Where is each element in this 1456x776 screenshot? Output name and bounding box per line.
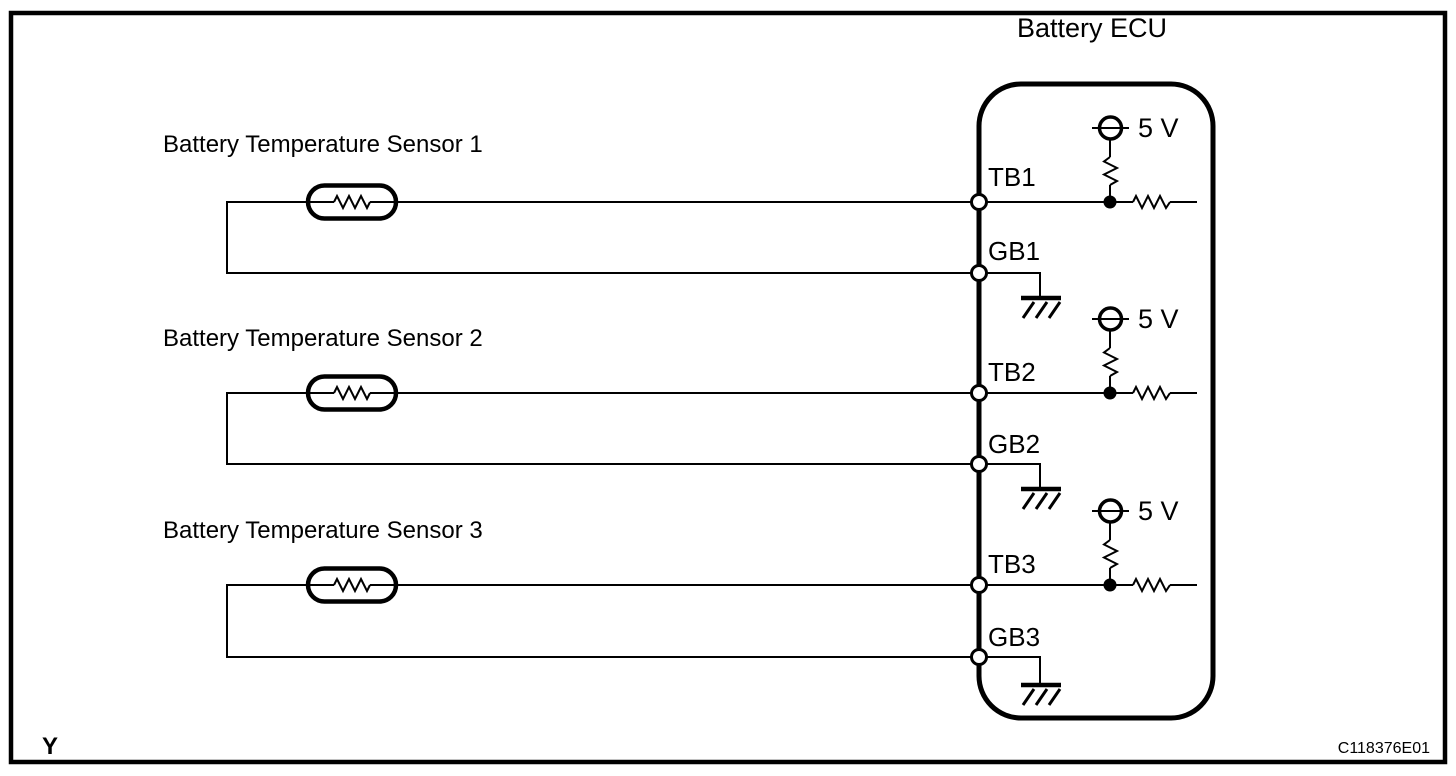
tb-label: TB2	[988, 357, 1036, 387]
sensor-row: Battery Temperature Sensor 2 5 V TB2 GB2	[163, 304, 1197, 510]
sensor-loop-wire	[226, 201, 971, 274]
gb-label: GB2	[988, 429, 1040, 459]
diagram-frame	[8, 10, 1448, 765]
pullup-resistor-icon	[1101, 539, 1120, 569]
ecu-title: Battery ECU	[1017, 13, 1167, 43]
gb-label: GB3	[988, 622, 1040, 652]
ground-icon	[986, 656, 1062, 706]
sensor-loop-wire	[226, 392, 971, 465]
junction-dot	[1103, 386, 1117, 400]
sensor-label: Battery Temperature Sensor 3	[163, 517, 483, 544]
sensor-row: Battery Temperature Sensor 1 5 V	[163, 113, 1197, 319]
terminal-tb	[970, 576, 988, 594]
series-resistor-icon	[1132, 576, 1171, 594]
tb-label: TB3	[988, 549, 1036, 579]
sensor-label: Battery Temperature Sensor 2	[163, 325, 483, 352]
figure-code: C118376E01	[1338, 740, 1430, 757]
page-marker: Y	[42, 733, 58, 760]
tb-label: TB1	[988, 162, 1036, 192]
pullup-resistor-icon	[1101, 347, 1120, 377]
sensor-row: Battery Temperature Sensor 3 5 V TB3 GB3	[163, 496, 1197, 706]
pullup-resistor-icon	[1101, 156, 1120, 186]
ground-icon	[986, 463, 1062, 510]
junction-dot	[1103, 578, 1117, 592]
gb-label: GB1	[988, 236, 1040, 266]
terminal-gb	[970, 264, 988, 282]
pullup-circuit: 5 V	[1092, 304, 1179, 402]
terminal-tb	[970, 384, 988, 402]
sensor-loop-wire	[226, 584, 971, 658]
thermistor-icon	[305, 374, 399, 412]
ground-icon	[986, 272, 1062, 319]
supply-label: 5 V	[1138, 113, 1179, 143]
supply-label: 5 V	[1138, 304, 1179, 334]
series-resistor-icon	[1132, 384, 1171, 402]
series-resistor-icon	[1132, 193, 1171, 211]
sensor-label: Battery Temperature Sensor 1	[163, 131, 483, 158]
thermistor-icon	[305, 183, 399, 221]
thermistor-icon	[305, 566, 399, 604]
terminal-tb	[970, 193, 988, 211]
pullup-circuit: 5 V	[1092, 496, 1179, 594]
junction-dot	[1103, 195, 1117, 209]
supply-label: 5 V	[1138, 496, 1179, 526]
pullup-circuit: 5 V	[1092, 113, 1179, 211]
terminal-gb	[970, 455, 988, 473]
terminal-gb	[970, 648, 988, 666]
